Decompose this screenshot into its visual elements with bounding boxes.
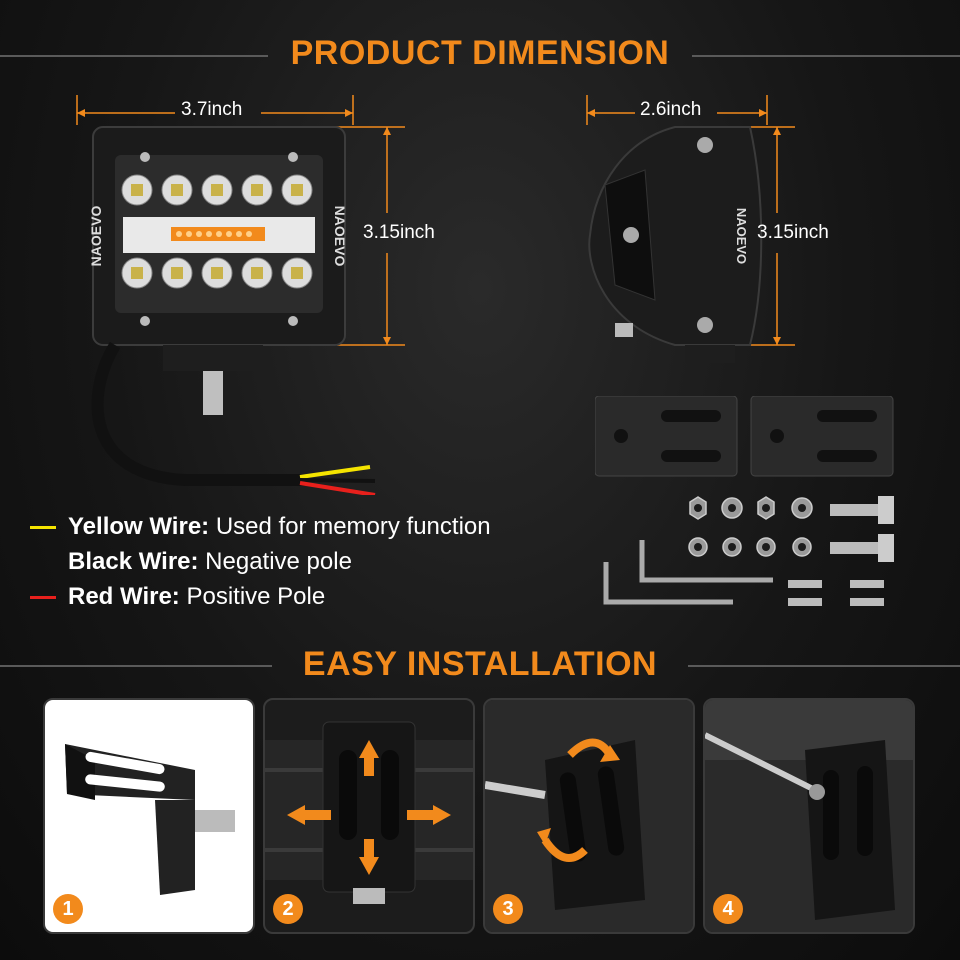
install-rule-right	[688, 665, 960, 667]
step-3-badge: 3	[493, 894, 523, 924]
red-wire-swatch	[30, 596, 56, 600]
wire-name: Yellow Wire:	[68, 513, 210, 540]
wire-name: Black Wire:	[68, 548, 199, 575]
wire-desc: Positive Pole	[179, 583, 326, 610]
header-rule-right	[692, 55, 960, 57]
wire-desc: Used for memory function	[209, 513, 491, 540]
front-light-illustration: NAOEVO NAOEVO	[76, 95, 405, 495]
side-brand-text: NAOEVO	[734, 208, 749, 264]
hardware-kit-illustration	[603, 496, 894, 606]
black-wire-swatch	[30, 561, 56, 564]
install-rule-left	[0, 665, 272, 667]
brand-text-right: NAOEVO	[332, 206, 348, 267]
step-1-badge: 1	[53, 894, 83, 924]
wire-row-black: Black Wire: Negative pole	[30, 548, 352, 576]
installation-title: EASY INSTALLATION	[302, 645, 658, 683]
tighten-screw-illustration	[705, 700, 913, 932]
front-width-label: 3.7inch	[181, 99, 243, 120]
yellow-wire-swatch	[30, 526, 56, 530]
side-light-illustration: NAOEVO	[586, 95, 795, 363]
side-height-label: 3.15inch	[757, 222, 829, 243]
rotate-bracket-illustration	[485, 700, 693, 932]
step-2-badge: 2	[273, 894, 303, 924]
slide-bracket-illustration	[265, 721, 473, 904]
bracket-step-illustration	[65, 744, 235, 895]
install-step-2-panel: 2	[263, 698, 475, 934]
install-step-4-panel: 4	[703, 698, 915, 934]
dimension-title: PRODUCT DIMENSION	[290, 34, 670, 72]
side-width-label: 2.6inch	[640, 99, 702, 120]
wire-row-red: Red Wire: Positive Pole	[30, 583, 325, 611]
wire-row-yellow: Yellow Wire: Used for memory function	[30, 513, 491, 541]
front-height-label: 3.15inch	[363, 222, 435, 243]
brackets-illustration	[595, 396, 894, 477]
brand-text-left: NAOEVO	[88, 206, 104, 267]
install-step-1-panel: 1	[43, 698, 255, 934]
wire-desc: Negative pole	[198, 548, 352, 575]
header-rule-left	[0, 55, 268, 57]
step-4-badge: 4	[713, 894, 743, 924]
wire-name: Red Wire:	[68, 583, 180, 610]
install-step-3-panel: 3	[483, 698, 695, 934]
